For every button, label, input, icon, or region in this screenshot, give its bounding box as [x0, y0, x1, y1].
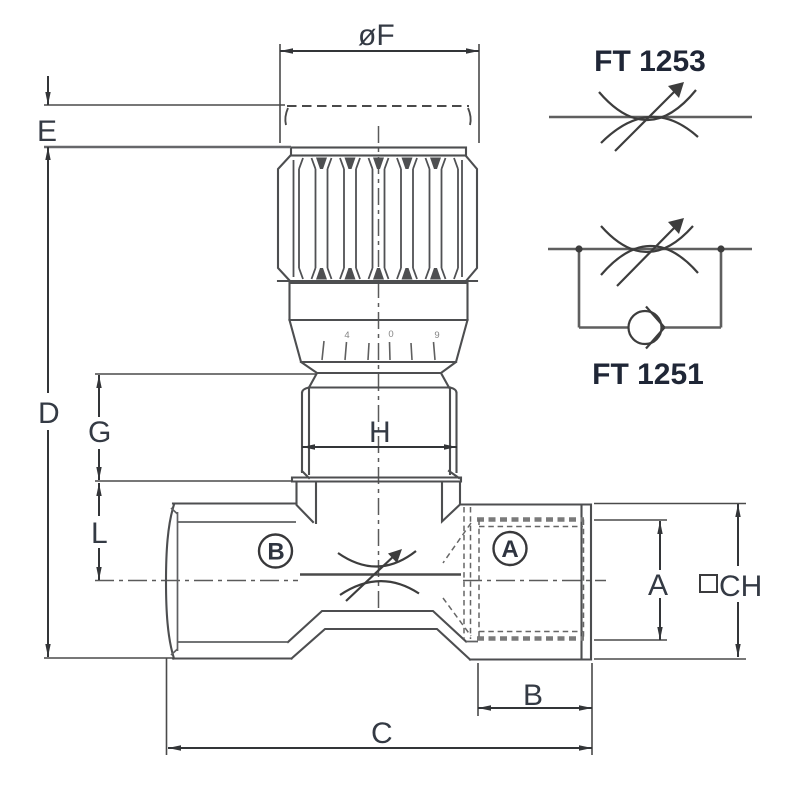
svg-text:D: D	[38, 397, 60, 430]
svg-text:E: E	[37, 115, 57, 148]
svg-text:G: G	[88, 416, 111, 449]
svg-text:B: B	[523, 679, 543, 712]
svg-text:0: 0	[388, 329, 393, 340]
svg-text:øF: øF	[358, 19, 395, 52]
svg-text:FT 1251: FT 1251	[592, 358, 704, 391]
svg-text:9: 9	[434, 330, 439, 341]
svg-text:C: C	[371, 717, 393, 750]
svg-text:H: H	[369, 416, 391, 449]
svg-text:FT 1253: FT 1253	[594, 45, 706, 78]
svg-text:CH: CH	[719, 570, 762, 603]
svg-text:L: L	[91, 517, 108, 550]
svg-text:4: 4	[344, 330, 349, 341]
svg-text:A: A	[501, 536, 518, 563]
svg-text:B: B	[267, 539, 284, 566]
svg-text:A: A	[648, 569, 668, 602]
